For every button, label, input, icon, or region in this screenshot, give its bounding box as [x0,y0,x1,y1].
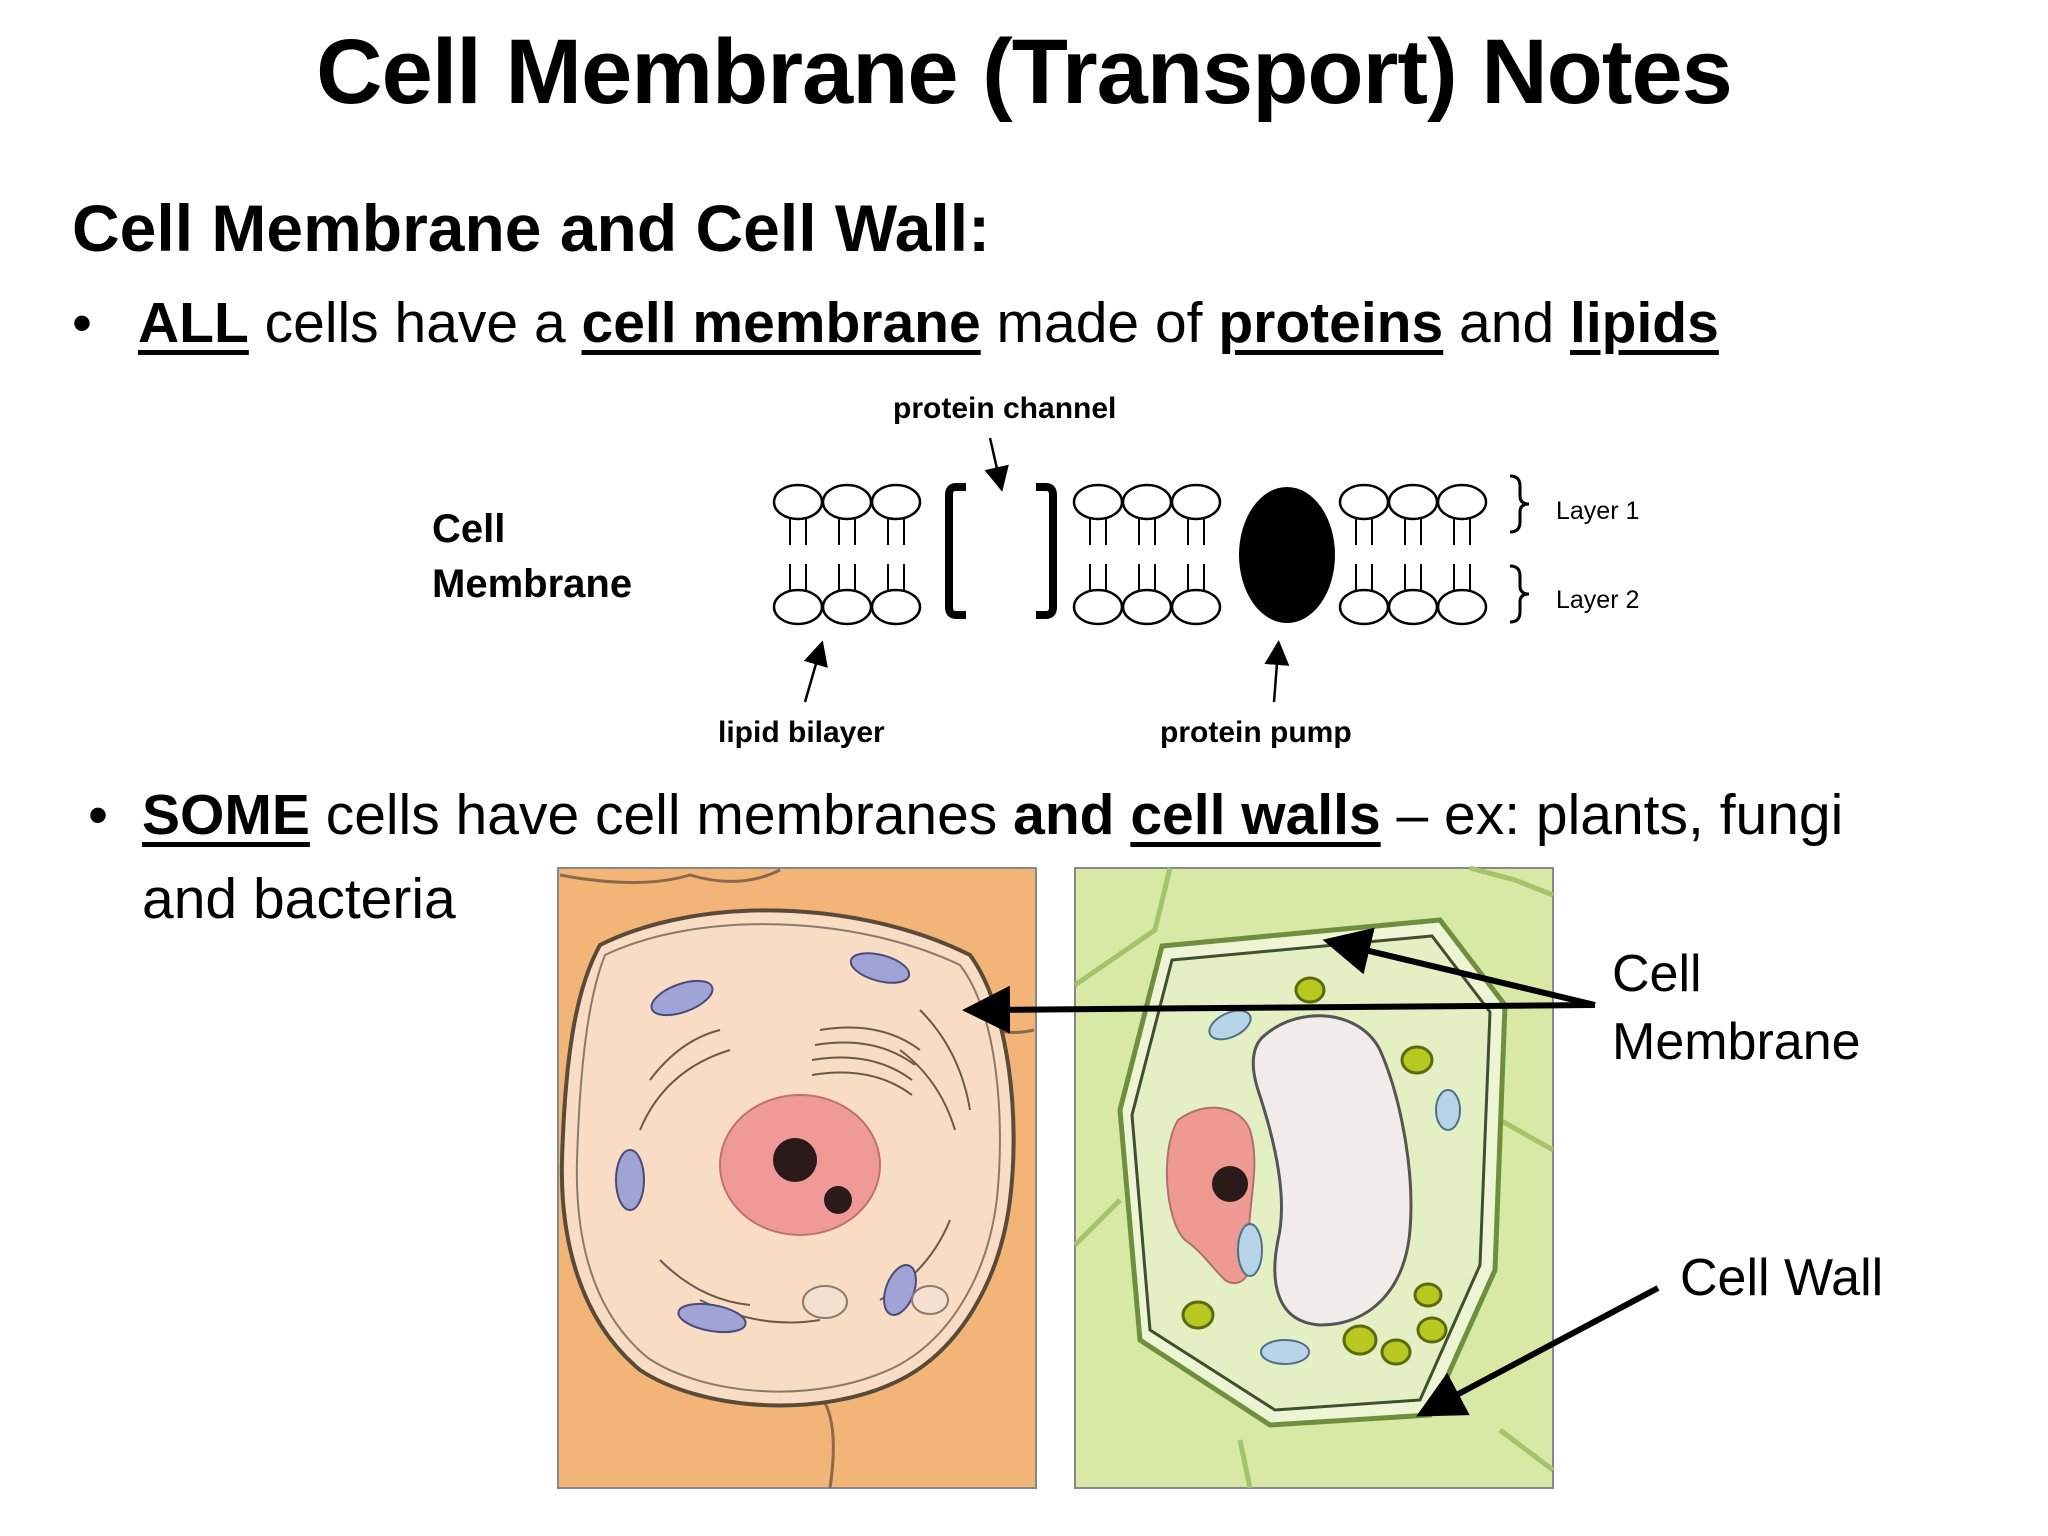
callout-line: Cell [1612,945,1702,1003]
protein-channel-label: protein channel [893,392,1117,425]
bullet-text: – ex: plants, fungi [1380,783,1844,847]
keyword-proteins: proteins [1218,291,1444,355]
bullet-text: and [1443,291,1570,355]
bullet-text: made of [980,291,1219,355]
protein-channel-left-wall [945,483,966,619]
bullet-dot: • [72,291,92,355]
label-arrows [962,927,1660,1417]
lipid-tails [789,519,1471,590]
mitochondria-group [615,952,917,1334]
nucleolus-shape [824,1186,852,1214]
animal-cell-image [557,867,1037,1489]
keyword-cell-membrane: cell membrane [581,291,981,355]
animal-membrane-arrow [962,985,1596,1034]
layer1-brace [1509,474,1530,534]
lipid-bilayer-group [772,483,1488,626]
mitochondria-group [1208,1009,1461,1365]
layer1-label: Layer 1 [1556,497,1640,525]
bullet-text: cells have cell membranes [309,783,1014,847]
lipid-bilayer-arrow [803,640,828,703]
label-line: Membrane [432,562,633,606]
section-heading: Cell Membrane and Cell Wall: [72,191,991,265]
bullet-continuation: and bacteria [142,867,456,931]
plant-membrane-arrow [1322,927,1596,1008]
bullet-some-cells: • SOME cells have cell membranes and cell… [88,782,1843,848]
plant-cell-image [1073,865,1555,1489]
nucleolus-shape [773,1138,817,1182]
page-title: Cell Membrane (Transport) Notes [316,21,1733,123]
keyword-all: ALL [138,291,249,355]
layer2-brace [1509,564,1530,624]
protein-channel-arrow [984,437,1009,492]
keyword-and: and [1013,783,1115,847]
keyword-cell-walls: cell walls [1130,783,1381,847]
protein-pump-arrow [1264,640,1290,703]
bullet-dot: • [88,783,108,847]
chloroplast-group [1181,976,1448,1366]
diagram-cell-membrane-label: Cell Membrane [432,502,632,612]
protein-channel-right-wall [1036,483,1057,619]
callout-line: Membrane [1612,1013,1861,1071]
label-line: Cell [432,507,506,551]
vacuole-shape [1251,1014,1413,1327]
bullet-all-cells: •ALL cells have a cell membrane made of … [72,290,1719,356]
bullet-text: cells have a [248,291,582,355]
cell-membrane-callout: Cell Membrane [1612,940,1861,1076]
keyword-some: SOME [142,783,310,847]
cell-wall-callout: Cell Wall [1680,1249,1884,1307]
lipid-bilayer-label: lipid bilayer [718,716,885,749]
protein-pump-shape [1239,487,1335,623]
plant-nucleolus-shape [1212,1166,1248,1202]
protein-pump-label: protein pump [1160,716,1352,749]
layer2-label: Layer 2 [1556,586,1640,614]
cell-wall-arrow [1416,1285,1660,1417]
keyword-lipids: lipids [1569,291,1719,355]
